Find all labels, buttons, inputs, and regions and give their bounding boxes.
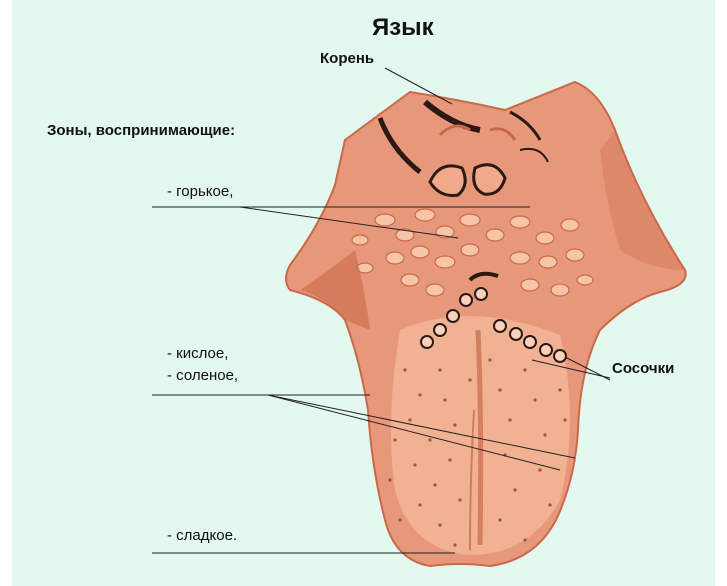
label-sweet: - сладкое. — [167, 527, 237, 544]
label-root: Корень — [320, 50, 374, 67]
label-papillae: Сосочки — [612, 360, 674, 377]
label-bitter: - горькое, — [167, 183, 233, 200]
diagram-title: Язык — [372, 14, 434, 42]
label-zones-heading: Зоны, воспринимающие: — [47, 122, 235, 139]
label-salty: - соленое, — [167, 367, 238, 384]
median-groove — [478, 330, 481, 545]
label-sour: - кислое, — [167, 345, 228, 362]
tonsil-right — [474, 165, 505, 195]
